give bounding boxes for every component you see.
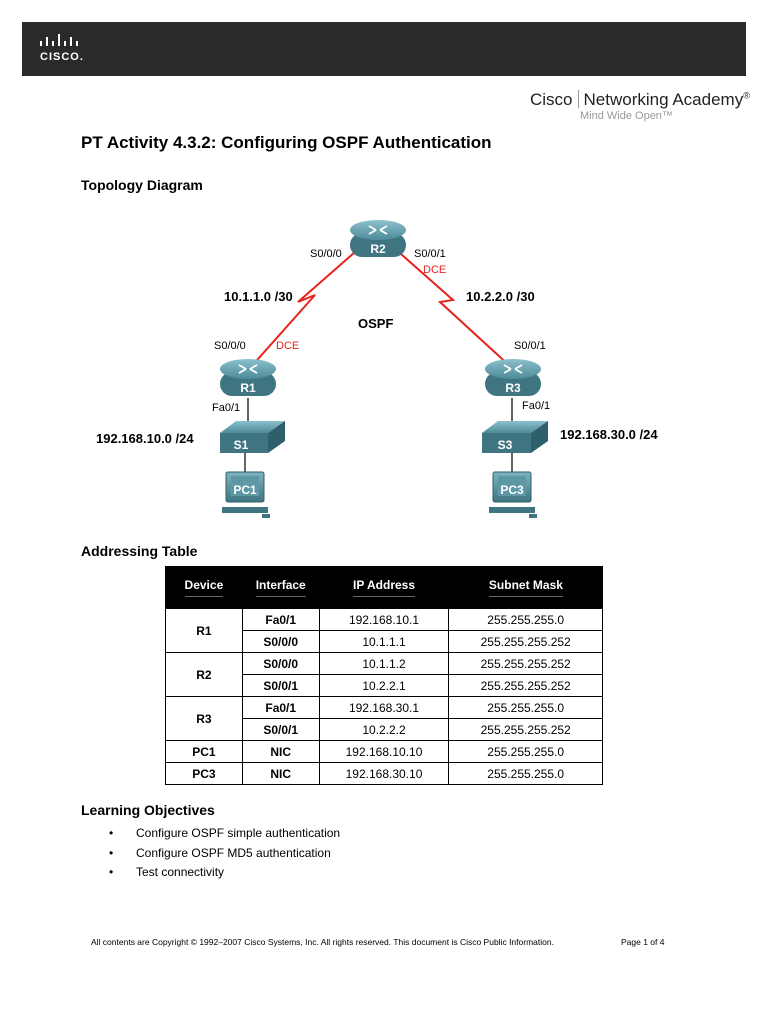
switch-s1: S1 [220, 421, 285, 453]
label-net-r2-r3: 10.2.2.0 /30 [466, 289, 535, 304]
ip-cell: 192.168.30.1 [318, 696, 450, 719]
serial-link-r1-r2 [249, 244, 364, 369]
label-lan1: 192.168.10.0 /24 [96, 431, 194, 446]
ip-cell: 10.1.1.1 [318, 630, 450, 653]
table-row: S0/0/1 10.2.2.1 255.255.255.252 [166, 674, 603, 697]
switch-s3: S3 [482, 421, 548, 453]
mask-cell: 255.255.255.0 [448, 762, 603, 785]
ip-cell: 192.168.30.10 [318, 762, 450, 785]
topology-diagram: R2 R1 R3 S1 S3 PC1 P [96, 220, 658, 518]
ip-cell: 10.2.2.1 [318, 674, 450, 697]
cisco-logo: CISCO. [38, 34, 94, 66]
page-title: PT Activity 4.3.2: Configuring OSPF Auth… [81, 133, 492, 152]
mask-cell: 255.255.255.0 [448, 608, 603, 631]
router-r2-label: R2 [370, 242, 386, 256]
registered-mark: ® [743, 90, 750, 101]
interface-cell: S0/0/0 [241, 652, 320, 675]
cisco-wordmark: CISCO. [40, 51, 84, 63]
ip-cell: 10.2.2.2 [318, 718, 450, 741]
label-r2-dce: DCE [423, 264, 446, 276]
pc1-label: PC1 [233, 483, 257, 497]
ip-cell: 192.168.10.10 [318, 740, 450, 763]
pc-pc1: PC1 [222, 471, 270, 518]
mask-cell: 255.255.255.252 [448, 718, 603, 741]
router-r3-label: R3 [505, 381, 521, 395]
device-cell: R2 [165, 652, 243, 697]
label-r3-s001: S0/0/1 [514, 340, 546, 352]
addressing-heading: Addressing Table [81, 543, 198, 559]
label-r1-s000: S0/0/0 [214, 340, 246, 352]
table-row: S0/0/1 10.2.2.2 255.255.255.252 [166, 718, 603, 741]
addressing-table: Device Interface IP Address Subnet Mask … [165, 566, 603, 785]
academy-tagline: Mind Wide Open™ [580, 110, 673, 122]
mask-cell: 255.255.255.252 [448, 674, 603, 697]
label-r1-fa01: Fa0/1 [212, 402, 240, 414]
ip-cell: 10.1.1.2 [318, 652, 450, 675]
serial-link-r2-r3 [392, 246, 513, 369]
label-net-r1-r2: 10.1.1.0 /30 [224, 289, 293, 304]
list-item: Configure OSPF simple authentication [109, 826, 340, 846]
header-bar: CISCO. [22, 22, 746, 76]
interface-cell: Fa0/1 [241, 608, 320, 631]
interface-cell: NIC [241, 740, 320, 763]
device-cell: PC1 [165, 740, 243, 763]
pc3-label: PC3 [500, 483, 524, 497]
label-ospf: OSPF [358, 316, 393, 331]
mask-cell: 255.255.255.0 [448, 696, 603, 719]
table-row: S0/0/0 10.1.1.1 255.255.255.252 [166, 630, 603, 653]
interface-cell: Fa0/1 [241, 696, 320, 719]
objectives-heading: Learning Objectives [81, 802, 215, 818]
column-header: Device [165, 566, 243, 609]
footer-copyright: All contents are Copyright © 1992–2007 C… [91, 937, 554, 947]
cisco-bridge-icon [40, 34, 78, 46]
list-item: Test connectivity [109, 865, 340, 885]
device-cell: R3 [165, 696, 243, 741]
ip-cell: 192.168.10.1 [318, 608, 450, 631]
column-header: Subnet Mask [448, 566, 603, 609]
footer-page-number: Page 1 of 4 [621, 937, 665, 947]
router-r1: R1 [220, 359, 276, 396]
mask-cell: 255.255.255.252 [448, 630, 603, 653]
list-item: Configure OSPF MD5 authentication [109, 846, 340, 866]
switch-s1-label: S1 [234, 438, 249, 452]
column-header: Interface [241, 566, 320, 609]
academy-brand-cisco: Cisco [530, 90, 573, 109]
mask-cell: 255.255.255.252 [448, 652, 603, 675]
router-r3: R3 [485, 359, 541, 396]
device-cell: PC3 [165, 762, 243, 785]
table-row: R3 Fa0/1 192.168.30.1 255.255.255.0 [165, 696, 603, 741]
table-row: PC1 NIC 192.168.10.10 255.255.255.0 [165, 740, 603, 763]
interface-cell: NIC [241, 762, 320, 785]
academy-brand: Cisco Networking Academy® [530, 90, 750, 110]
table-row: R1 Fa0/1 192.168.10.1 255.255.255.0 [165, 608, 603, 653]
objectives-list: Configure OSPF simple authentication Con… [109, 826, 340, 885]
academy-brand-name: Networking Academy [583, 90, 744, 109]
interface-cell: S0/0/0 [241, 630, 320, 653]
table-row: R2 S0/0/0 10.1.1.2 255.255.255.252 [165, 652, 603, 697]
interface-cell: S0/0/1 [241, 674, 320, 697]
label-r1-dce: DCE [276, 340, 299, 352]
mask-cell: 255.255.255.0 [448, 740, 603, 763]
interface-cell: S0/0/1 [241, 718, 320, 741]
router-r2: R2 [350, 220, 406, 257]
router-r1-label: R1 [240, 381, 256, 395]
label-lan3: 192.168.30.0 /24 [560, 427, 658, 442]
label-r3-fa01: Fa0/1 [522, 400, 550, 412]
topology-heading: Topology Diagram [81, 177, 203, 193]
switch-s3-label: S3 [498, 438, 513, 452]
device-cell: R1 [165, 608, 243, 653]
pc-pc3: PC3 [489, 471, 537, 518]
label-r2-s001: S0/0/1 [414, 248, 446, 260]
table-row: PC3 NIC 192.168.30.10 255.255.255.0 [165, 762, 603, 785]
table-header-row: Device Interface IP Address Subnet Mask [165, 566, 603, 609]
column-header: IP Address [318, 566, 449, 609]
label-r2-s000: S0/0/0 [310, 248, 342, 260]
